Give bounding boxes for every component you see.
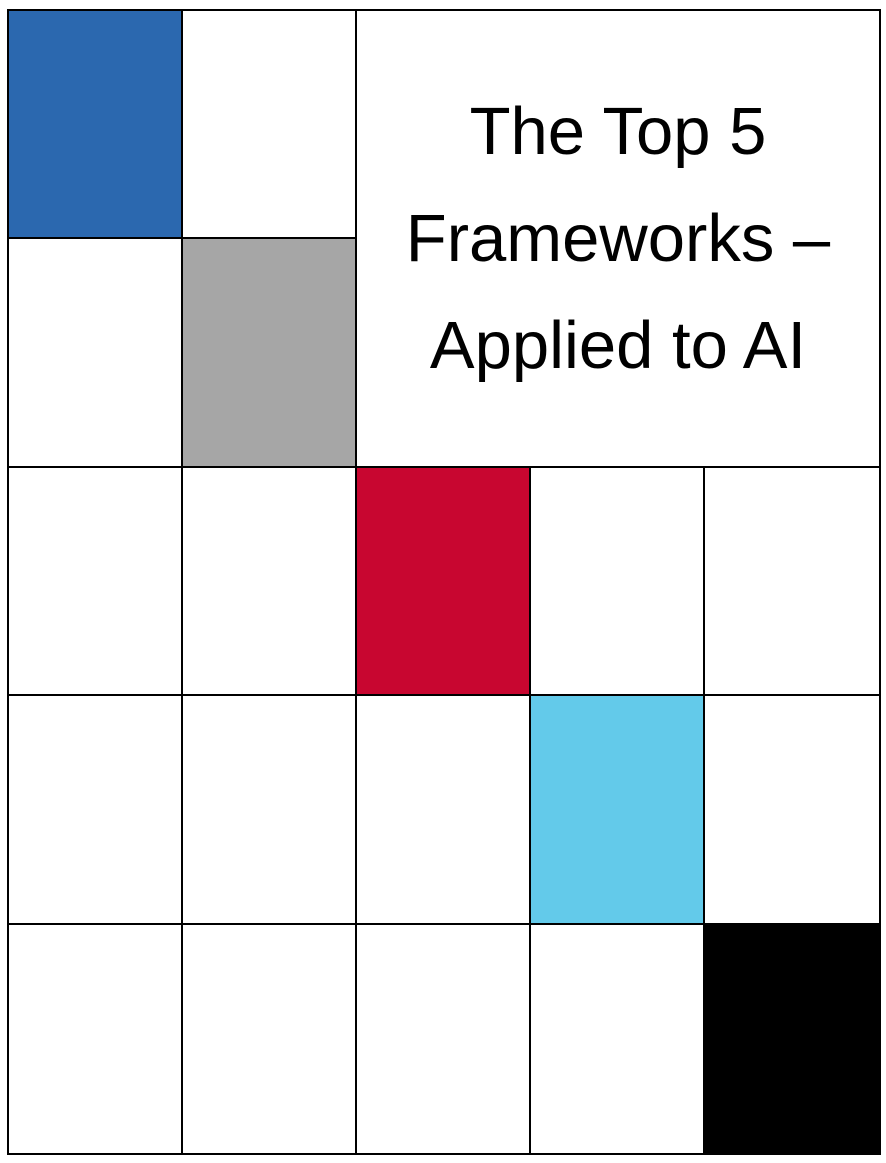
- sky-square-cell: [531, 696, 705, 925]
- table-cell-r3c2: [183, 467, 357, 697]
- gray-square-cell: [183, 239, 357, 468]
- title-line-2: Frameworks –: [405, 200, 831, 276]
- table-cell-r1c2: [183, 11, 357, 240]
- table-cell-r5c1: [9, 924, 183, 1153]
- table-cell-r3c1: [9, 467, 183, 697]
- table-cell-r3c4: [531, 467, 705, 697]
- title-line-3: Applied to AI: [429, 307, 807, 383]
- table-cell-r4c1: [9, 696, 183, 925]
- table-cell-r2c1: [9, 239, 183, 468]
- mosaic-table: The Top 5 Frameworks – Applied to AI: [7, 9, 881, 1155]
- table-cell-r5c4: [531, 924, 705, 1153]
- title-line-1: The Top 5: [469, 93, 767, 169]
- table-cell-r5c2: [183, 924, 357, 1153]
- table-cell-r4c2: [183, 696, 357, 925]
- table-cell-r4c5: [705, 696, 879, 925]
- table-cell-r3c5: [705, 467, 879, 697]
- table-cell-r5c3: [357, 924, 531, 1153]
- black-square-cell: [705, 924, 879, 1153]
- red-square-cell: [357, 467, 531, 697]
- title-cell: The Top 5 Frameworks – Applied to AI: [357, 11, 879, 468]
- blue-square-cell: [9, 11, 183, 240]
- table-cell-r4c3: [357, 696, 531, 925]
